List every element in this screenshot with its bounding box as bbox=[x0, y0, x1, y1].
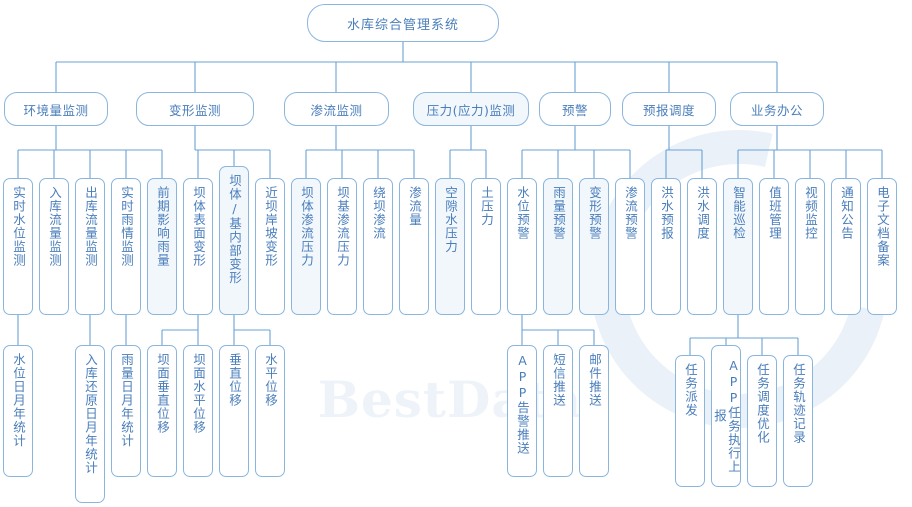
node-label: 任务调度优化 bbox=[755, 363, 770, 444]
node-label: 预报调度 bbox=[642, 102, 695, 118]
node-level3-foundation-seepage-pressure[interactable]: 坝基渗流压力 bbox=[327, 178, 357, 315]
node-level3-dam-internal-deformation[interactable]: 坝体/基内部变形 bbox=[219, 166, 249, 315]
node-level2-seepage[interactable]: 渗流监测 bbox=[284, 92, 389, 126]
node-label: 近坝岸坡变形 bbox=[263, 186, 278, 267]
node-level2-business-office[interactable]: 业务办公 bbox=[730, 92, 824, 126]
node-level3-realtime-rain[interactable]: 实时雨情监测 bbox=[111, 178, 141, 315]
node-label: 任务派发 bbox=[683, 363, 698, 417]
node-level4-waterlevel-stats[interactable]: 水位日月年统计 bbox=[3, 345, 33, 477]
node-label: 空隙水压力 bbox=[443, 186, 458, 254]
node-label: 压力(应力)监测 bbox=[426, 102, 516, 118]
node-label: 坝基渗流压力 bbox=[335, 186, 350, 267]
node-label: 垂直位移 bbox=[227, 353, 242, 407]
node-label: 邮件推送 bbox=[587, 353, 602, 407]
node-level3-around-dam-seepage[interactable]: 绕坝渗流 bbox=[363, 178, 393, 315]
node-label: 环境量监测 bbox=[23, 102, 89, 118]
node-label: 业务办公 bbox=[750, 102, 803, 118]
node-level4-task-schedule-optimization[interactable]: 任务调度优化 bbox=[747, 355, 777, 487]
node-level3-flood-dispatch[interactable]: 洪水调度 bbox=[687, 178, 717, 315]
node-label: 渗流预警 bbox=[623, 186, 638, 240]
node-label: 坝体表面变形 bbox=[191, 186, 206, 267]
node-level3-flood-forecast[interactable]: 洪水预报 bbox=[651, 178, 681, 315]
node-label: 入库流量监测 bbox=[47, 186, 62, 267]
node-label: 入库还原日月年统计 bbox=[83, 353, 98, 475]
node-label: 坝体/基内部变形 bbox=[227, 174, 242, 285]
node-level4-email-push[interactable]: 邮件推送 bbox=[579, 345, 609, 477]
node-level4-dam-face-horizontal-displacement[interactable]: 坝面水平位移 bbox=[183, 345, 213, 477]
node-label: 电子文档备案 bbox=[875, 186, 890, 267]
node-label: 坝面水平位移 bbox=[191, 353, 206, 434]
node-label: 智能巡检 bbox=[731, 186, 746, 240]
node-level4-app-alarm-push[interactable]: APP告警推送 bbox=[507, 345, 537, 477]
node-label: 雨量预警 bbox=[551, 186, 566, 240]
node-level2-warning[interactable]: 预警 bbox=[539, 92, 611, 126]
node-label: 坝体渗流压力 bbox=[299, 186, 314, 267]
node-level4-vertical-displacement[interactable]: 垂直位移 bbox=[219, 345, 249, 477]
node-level4-app-task-report[interactable]: APP任务执行上报 bbox=[711, 345, 741, 487]
node-label: APP任务执行上报 bbox=[712, 358, 741, 474]
node-level3-seepage-warning[interactable]: 渗流预警 bbox=[615, 178, 645, 315]
node-level3-smart-inspection[interactable]: 智能巡检 bbox=[723, 178, 753, 315]
node-label: 变形监测 bbox=[168, 102, 221, 118]
node-level3-duty-management[interactable]: 值班管理 bbox=[759, 178, 789, 315]
node-level4-task-dispatch[interactable]: 任务派发 bbox=[675, 355, 705, 487]
node-label: 渗流监测 bbox=[310, 102, 363, 118]
node-level3-bank-slope-deformation[interactable]: 近坝岸坡变形 bbox=[255, 178, 285, 315]
node-label: 值班管理 bbox=[767, 186, 782, 240]
node-level4-rainfall-stats[interactable]: 雨量日月年统计 bbox=[111, 345, 141, 477]
node-level3-seepage-volume[interactable]: 渗流量 bbox=[399, 178, 429, 315]
node-level4-inflow-restore-stats[interactable]: 入库还原日月年统计 bbox=[75, 345, 105, 503]
node-level3-rainfall-warning[interactable]: 雨量预警 bbox=[543, 178, 573, 315]
node-label: 前期影响雨量 bbox=[155, 186, 170, 267]
node-level2-pressure[interactable]: 压力(应力)监测 bbox=[413, 92, 529, 126]
node-level3-antecedent-rain[interactable]: 前期影响雨量 bbox=[147, 178, 177, 315]
node-level3-waterlevel-warning[interactable]: 水位预警 bbox=[507, 178, 537, 315]
node-label: 雨量日月年统计 bbox=[119, 353, 134, 448]
node-root[interactable]: 水库综合管理系统 bbox=[307, 4, 499, 42]
node-level4-sms-push[interactable]: 短信推送 bbox=[543, 345, 573, 477]
node-level4-horizontal-displacement[interactable]: 水平位移 bbox=[255, 345, 285, 477]
node-level3-realtime-waterlevel[interactable]: 实时水位监测 bbox=[3, 178, 33, 315]
node-level3-pore-water-pressure[interactable]: 空隙水压力 bbox=[435, 178, 465, 315]
node-label: 出库流量监测 bbox=[83, 186, 98, 267]
node-label: 任务轨迹记录 bbox=[791, 363, 806, 444]
node-label: 水平位移 bbox=[263, 353, 278, 407]
node-level3-deformation-warning[interactable]: 变形预警 bbox=[579, 178, 609, 315]
node-label: 土压力 bbox=[479, 186, 494, 227]
node-label: 实时雨情监测 bbox=[119, 186, 134, 267]
node-level3-document-archive[interactable]: 电子文档备案 bbox=[867, 178, 897, 315]
node-level3-inflow[interactable]: 入库流量监测 bbox=[39, 178, 69, 315]
node-label: 水位日月年统计 bbox=[11, 353, 26, 448]
node-level4-dam-face-vertical-displacement[interactable]: 坝面垂直位移 bbox=[147, 345, 177, 477]
node-label: 绕坝渗流 bbox=[371, 186, 386, 240]
node-label: 渗流量 bbox=[407, 186, 422, 227]
node-level3-outflow[interactable]: 出库流量监测 bbox=[75, 178, 105, 315]
node-label: APP告警推送 bbox=[515, 353, 530, 455]
node-label: 变形预警 bbox=[587, 186, 602, 240]
node-label: 视频监控 bbox=[803, 186, 818, 240]
node-label: 通知公告 bbox=[839, 186, 854, 240]
node-level3-earth-pressure[interactable]: 土压力 bbox=[471, 178, 501, 315]
node-label: 水位预警 bbox=[515, 186, 530, 240]
node-level3-notice-bulletin[interactable]: 通知公告 bbox=[831, 178, 861, 315]
node-level2-environment[interactable]: 环境量监测 bbox=[4, 92, 108, 126]
node-level2-deformation[interactable]: 变形监测 bbox=[136, 92, 254, 126]
node-level3-dam-surface-deformation[interactable]: 坝体表面变形 bbox=[183, 178, 213, 315]
node-level2-forecast-dispatch[interactable]: 预报调度 bbox=[622, 92, 716, 126]
node-label: 洪水调度 bbox=[695, 186, 710, 240]
node-label: 短信推送 bbox=[551, 353, 566, 407]
node-level3-dam-seepage-pressure[interactable]: 坝体渗流压力 bbox=[291, 178, 321, 315]
node-label: 坝面垂直位移 bbox=[155, 353, 170, 434]
node-label: 实时水位监测 bbox=[11, 186, 26, 267]
node-level3-video-surveillance[interactable]: 视频监控 bbox=[795, 178, 825, 315]
node-root-label: 水库综合管理系统 bbox=[346, 17, 459, 33]
node-label: 洪水预报 bbox=[659, 186, 674, 240]
node-level4-task-trajectory-record[interactable]: 任务轨迹记录 bbox=[783, 355, 813, 487]
node-label: 预警 bbox=[561, 102, 588, 118]
